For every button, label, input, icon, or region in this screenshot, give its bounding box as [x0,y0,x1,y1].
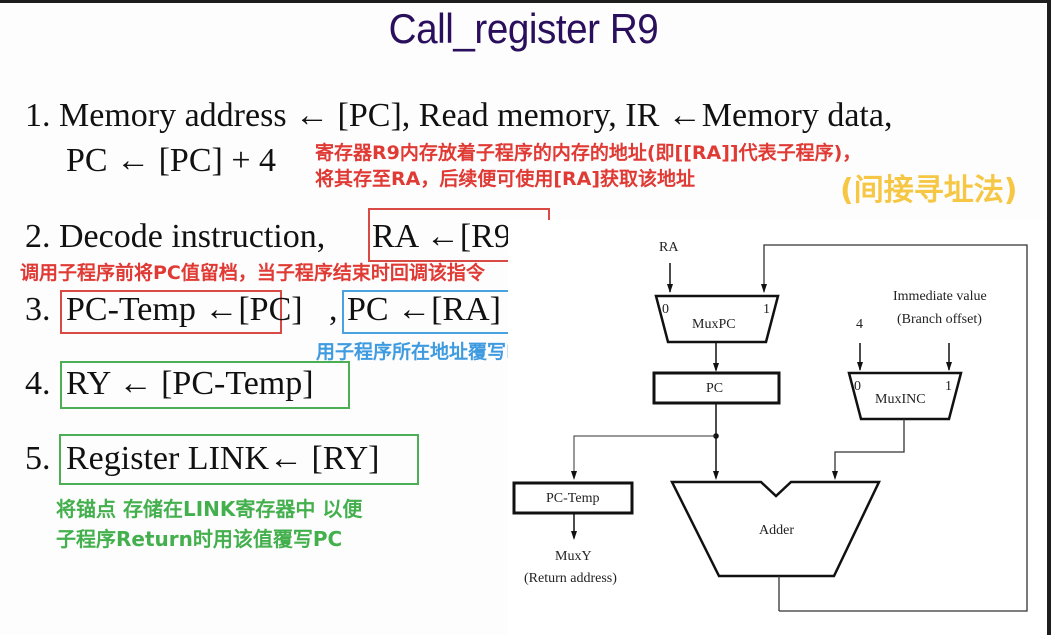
muxpc-in1-label: 1 [763,302,770,317]
step-2-number: 2. [25,218,51,255]
pc-to-pctemp-wire [573,435,716,478]
muxinc-in1-label: 1 [945,379,952,394]
feedback-arrowhead-icon [761,284,767,293]
step-4-number: 4. [25,365,51,402]
four-arrowhead-icon [857,362,863,371]
muxpc-label: MuxPC [692,317,736,332]
return-address-label: (Return address) [524,571,617,586]
step-1-line-2: PC ← [PC] + 4 [66,142,276,179]
muxpc-in0-label: 0 [662,302,669,317]
step-3-boxed-text-2: PC ←[RA] [347,291,501,328]
immediate-value-label: Immediate value [893,289,987,304]
branch-offset-label: (Branch offset) [897,312,982,327]
step-5-boxed-text: Register LINK← [RY] [66,440,380,477]
step-2-boxed-text: RA ←[R9] [372,218,523,255]
r9-note-line-1: 寄存器R9内存放着子程序的内存的地址(即[[RA]]代表子程序)， [315,142,862,164]
pctemp-arrowhead-icon [571,471,577,480]
indirect-addressing-note: (间接寻址法) [840,173,1018,208]
pc-save-note: 调用子程序前将PC值留档，当子程序结束时回调该指令 [20,262,485,284]
link-note: 将锚点 存储在LINK寄存器中 以便 子程序Return时用该值覆写PC [56,494,362,554]
step-2-prefix: Decode instruction, [59,218,326,255]
pc-temp-label: PC-Temp [546,491,599,506]
step-4-highlight-box [60,361,350,409]
muxy-arrowhead-icon [571,531,577,540]
const-four-label: 4 [856,317,863,332]
step-5-highlight-box [59,434,419,485]
datapath-diagram: RA 0 1 MuxPC PC Immediate value [508,220,1047,635]
datapath-svg: RA 0 1 MuxPC PC Immediate value [512,240,1028,612]
adder-label: Adder [759,523,794,538]
slide-title: Call_register R9 [388,5,659,52]
muxinc-label: MuxINC [875,392,926,407]
adder-in1-arrowhead-icon [832,471,838,480]
pc-overwrite-note: 用子程序所在地址覆写PC [316,341,534,363]
step-3-number: 3. [25,291,51,328]
muxinc-shape [847,371,963,421]
muxinc-to-adder-wire [834,419,905,478]
slide: Call_register R9 1. Memory address ← [PC… [0,3,1047,635]
adder-shape [669,480,881,578]
pc-temp-register [512,481,634,515]
step-3-highlight-box-1 [60,290,282,334]
link-note-line-2: 子程序Return时用该值覆写PC [56,527,343,551]
adder-in0-arrowhead-icon [713,471,719,480]
step-1-number: 1. [25,97,51,134]
step-3-separator: , [329,291,338,328]
step-1-text: Memory address ← [PC], Read memory, IR ←… [59,97,893,134]
r9-note: 寄存器R9内存放着子程序的内存的地址(即[[RA]]代表子程序)， 将其存至RA… [315,141,861,192]
step-2: 2. Decode instruction, [25,220,325,254]
r9-note-line-2: 将其存至RA，后续便可使用[RA]获取该地址 [315,167,696,190]
link-note-line-1: 将锚点 存储在LINK寄存器中 以便 [56,497,363,521]
step-4-boxed-text: RY ← [PC-Temp] [66,365,314,402]
immediate-arrowhead-icon [946,362,952,371]
ra-input-label: RA [659,240,679,255]
step-5-number: 5. [25,440,51,477]
step-1-line-1: 1. Memory address ← [PC], Read memory, I… [25,99,892,133]
pc-register-label: PC [706,381,723,396]
muxpc-shape [654,294,780,344]
step-3-boxed-text-1: PC-Temp ←[PC] [66,291,303,328]
feedback-wire [763,244,1028,612]
muxinc-in0-label: 0 [854,379,861,394]
pc-arrowhead-icon [713,363,719,372]
ra-arrowhead-icon [667,284,673,293]
muxy-label: MuxY [555,549,592,564]
